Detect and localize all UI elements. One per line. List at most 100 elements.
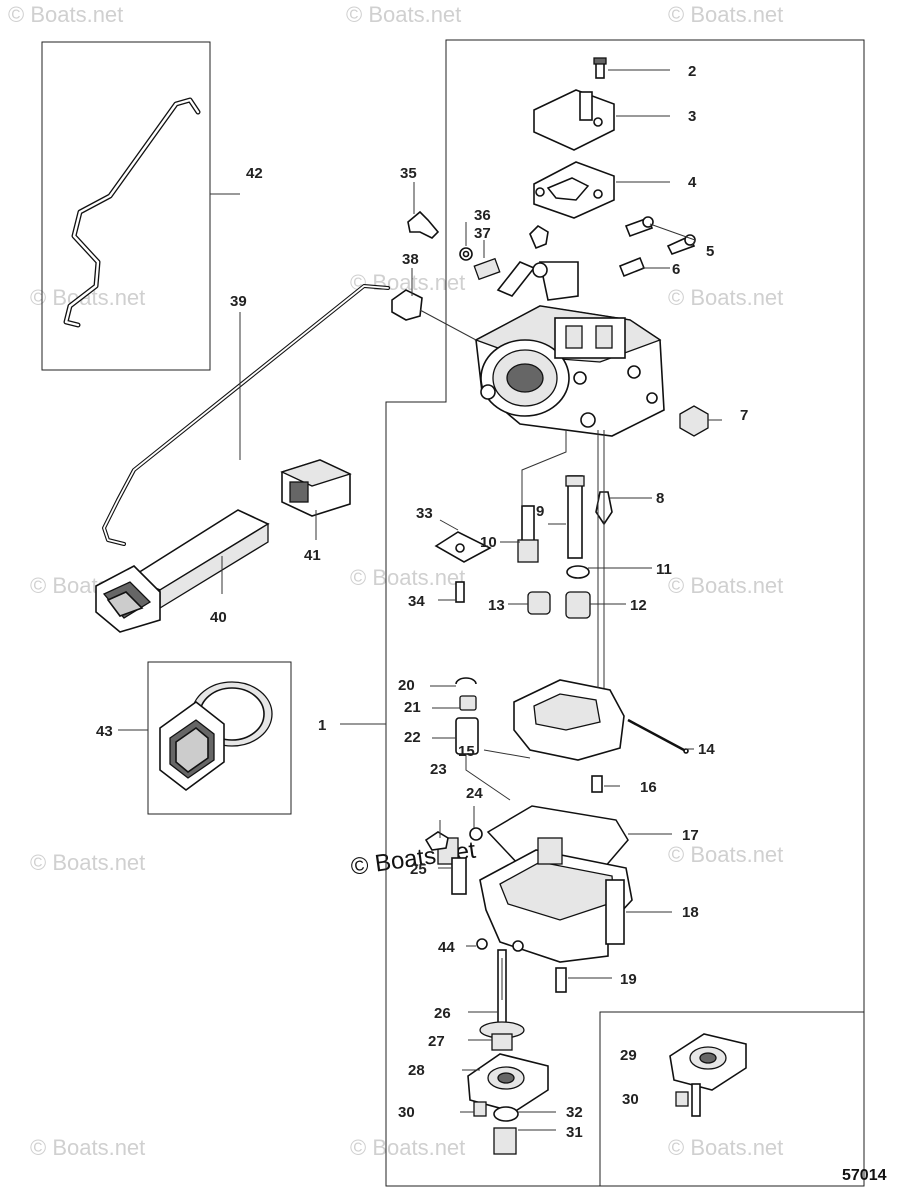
spring-37 xyxy=(473,257,501,281)
callout-16: 16 xyxy=(640,779,657,796)
washer-44b xyxy=(512,940,524,952)
callout-13: 13 xyxy=(488,597,505,614)
watermark-row5-left: © Boats.net xyxy=(30,1135,145,1160)
callout-18: 18 xyxy=(682,904,699,921)
callout-24: 24 xyxy=(466,785,483,802)
nut-38-top xyxy=(529,224,549,250)
pump-parts xyxy=(467,949,747,1155)
jet-22 xyxy=(455,717,479,755)
washer-32 xyxy=(493,1106,519,1122)
callout-26: 26 xyxy=(434,1005,451,1022)
pin-14 xyxy=(683,748,689,754)
clip-20 xyxy=(455,677,477,685)
callout-22: 22 xyxy=(404,729,421,746)
callout-32: 32 xyxy=(566,1104,583,1121)
jet-parts xyxy=(434,475,613,619)
watermark-row2-left: © Boats.net xyxy=(30,285,145,310)
watermark-top-right: © Boats.net xyxy=(668,2,783,27)
watermark-row4-left: © Boats.net xyxy=(30,850,145,875)
callout-33: 33 xyxy=(416,505,433,522)
carburetor-body xyxy=(474,261,665,437)
callout-6: 6 xyxy=(672,261,680,278)
callout-14: 14 xyxy=(698,741,715,758)
callout-15: 15 xyxy=(458,743,475,760)
screw-16 xyxy=(591,775,603,793)
bushing-part-41 xyxy=(280,459,352,517)
callout-40: 40 xyxy=(210,609,227,626)
watermark-top-left: © Boats.net xyxy=(8,2,123,27)
callout-20: 20 xyxy=(398,677,415,694)
watermark-row5-right: © Boats.net xyxy=(668,1135,783,1160)
callout-42: 42 xyxy=(246,165,263,182)
gasket-4 xyxy=(533,161,615,219)
screw-30b xyxy=(675,1091,689,1107)
watermark-row3-right: © Boats.net xyxy=(668,573,783,598)
callout-38: 38 xyxy=(402,251,419,268)
callout-4: 4 xyxy=(688,174,697,191)
callout-8: 8 xyxy=(656,490,664,507)
plate-3 xyxy=(533,89,615,151)
tube-9 xyxy=(567,475,583,559)
callout-35: 35 xyxy=(400,165,417,182)
screw-34 xyxy=(455,581,465,603)
handle-part-40 xyxy=(95,509,270,633)
washer-44a xyxy=(476,938,488,950)
jet-12 xyxy=(565,591,591,619)
callout-7: 7 xyxy=(740,407,748,424)
callout-44: 44 xyxy=(438,939,455,956)
callout-17: 17 xyxy=(682,827,699,844)
callout-43: 43 xyxy=(96,723,113,740)
callout-12: 12 xyxy=(630,597,647,614)
callout-1: 1 xyxy=(318,717,326,734)
knob-box xyxy=(147,661,292,815)
screw-35 xyxy=(407,210,440,239)
callout-25: 25 xyxy=(410,861,427,878)
clip-38 xyxy=(391,289,423,321)
hose-box xyxy=(41,41,211,371)
knob-part-43 xyxy=(159,681,273,792)
callout-5: 5 xyxy=(706,243,714,260)
choke-parts xyxy=(391,210,501,321)
callout-28: 28 xyxy=(408,1062,425,1079)
callout-11: 11 xyxy=(656,561,672,578)
callout-37: 37 xyxy=(474,225,491,242)
upper-parts xyxy=(529,57,709,437)
drain-18 xyxy=(605,879,625,945)
watermark-row4-right: © Boats.net xyxy=(668,842,783,867)
callout-21: 21 xyxy=(404,699,421,716)
callout-29: 29 xyxy=(620,1047,637,1064)
leader-lines xyxy=(118,69,722,1131)
watermark-row3-center: © Boats.net xyxy=(350,565,465,590)
callout-9: 9 xyxy=(536,503,544,520)
watermark-top-center: © Boats.net xyxy=(346,2,461,27)
callout-19: 19 xyxy=(620,971,637,988)
plug-31 xyxy=(493,1127,517,1155)
jet-13 xyxy=(527,591,551,615)
watermark-row5-center: © Boats.net xyxy=(350,1135,465,1160)
callout-2: 2 xyxy=(688,63,696,80)
hose-part-42 xyxy=(63,97,201,328)
callout-34: 34 xyxy=(408,593,425,610)
callout-3: 3 xyxy=(688,108,696,125)
callout-27: 27 xyxy=(428,1033,445,1050)
ring-21 xyxy=(459,695,477,711)
rod-part-39 xyxy=(102,284,390,546)
pin-25 xyxy=(451,857,467,895)
screw-19 xyxy=(555,967,567,993)
callout-30-left: 30 xyxy=(398,1104,415,1121)
alt-cover-box xyxy=(599,1011,865,1187)
carburetor-assembly-frame xyxy=(385,39,865,1187)
watermark-row2-right: © Boats.net xyxy=(668,285,783,310)
screw-30 xyxy=(473,1101,487,1117)
callout-30-right: 30 xyxy=(622,1091,639,1108)
o-ring-11 xyxy=(566,565,590,579)
ring-24 xyxy=(469,827,483,841)
callout-31: 31 xyxy=(566,1124,583,1141)
frames xyxy=(41,39,865,1187)
bowl-parts xyxy=(476,805,633,993)
callout-36: 36 xyxy=(474,207,491,224)
nut-7 xyxy=(679,405,709,437)
callout-39: 39 xyxy=(230,293,247,310)
callouts: 2 3 4 5 6 7 8 9 10 11 12 13 14 15 16 17 … xyxy=(96,63,748,1141)
